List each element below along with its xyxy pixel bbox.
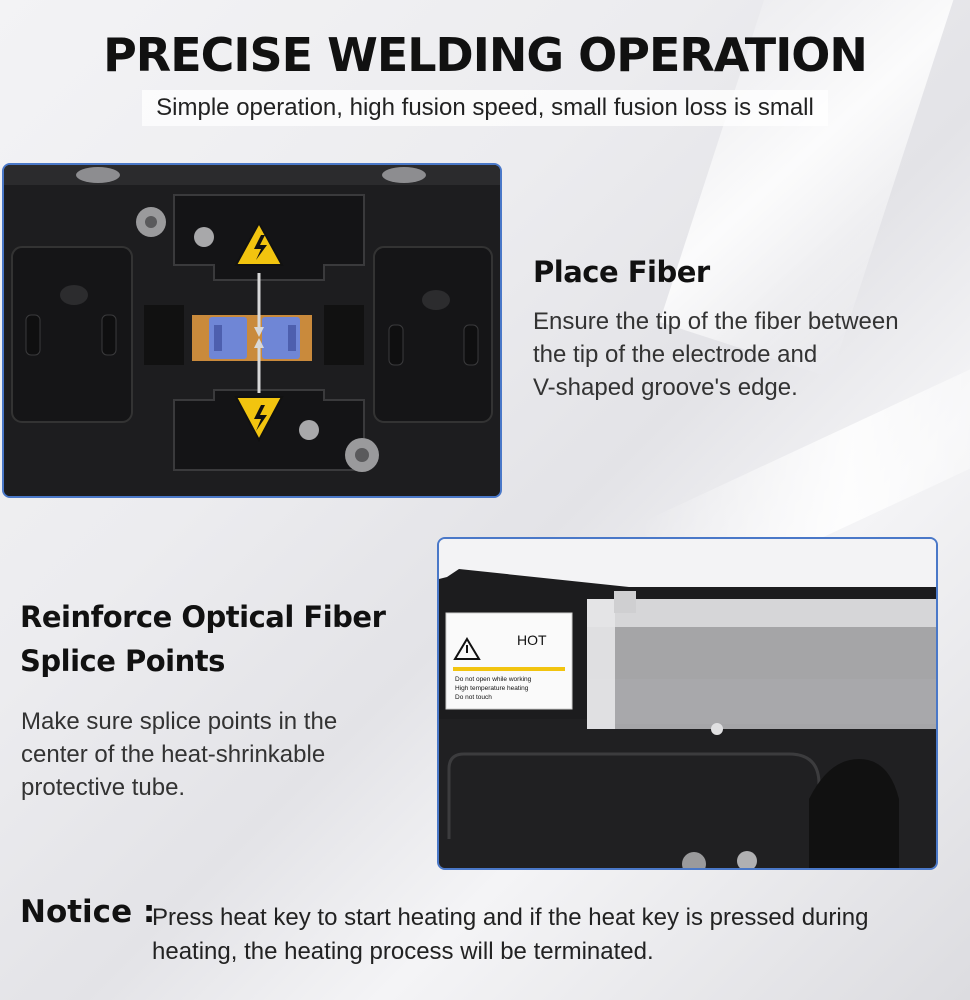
reinforce-heading-line: Reinforce Optical Fiber xyxy=(20,600,386,634)
subtitle-container: Simple operation, high fusion speed, sma… xyxy=(0,90,970,126)
reinforce-heading-line: Splice Points xyxy=(20,644,225,678)
hot-label-title: HOT xyxy=(517,632,547,648)
reinforce-line: Make sure splice points in the xyxy=(21,708,338,735)
reinforce-text: Make sure splice points in the center of… xyxy=(21,705,337,804)
reinforce-line: protective tube. xyxy=(21,774,186,801)
page-subtitle: Simple operation, high fusion speed, sma… xyxy=(142,90,828,126)
hot-label-line: High temperature heating xyxy=(455,685,529,692)
place-fiber-heading: Place Fiber xyxy=(533,255,710,289)
hot-label-line: Do not touch xyxy=(455,694,492,701)
reinforce-heading: Reinforce Optical Fiber Splice Points xyxy=(20,595,386,683)
place-fiber-line: Ensure the tip of the fiber between xyxy=(533,308,899,335)
hot-label-line: Do not open while working xyxy=(455,676,532,683)
notice-line: Press heat key to start heating and if t… xyxy=(152,904,869,931)
place-fiber-text: Ensure the tip of the fiber between the … xyxy=(533,305,899,404)
place-fiber-line: V-shaped groove's edge. xyxy=(533,374,798,401)
heater-photo: HOT Do not open while working High tempe… xyxy=(437,537,938,870)
page-title: PRECISE WELDING OPERATION xyxy=(103,28,868,82)
reinforce-line: center of the heat-shrinkable xyxy=(21,741,326,768)
notice-label: Notice : xyxy=(20,894,156,930)
electrode-area-photo xyxy=(2,163,502,498)
notice-text: Press heat key to start heating and if t… xyxy=(152,901,932,969)
notice-line: heating, the heating process will be ter… xyxy=(152,938,654,965)
place-fiber-line: the tip of the electrode and xyxy=(533,341,818,368)
